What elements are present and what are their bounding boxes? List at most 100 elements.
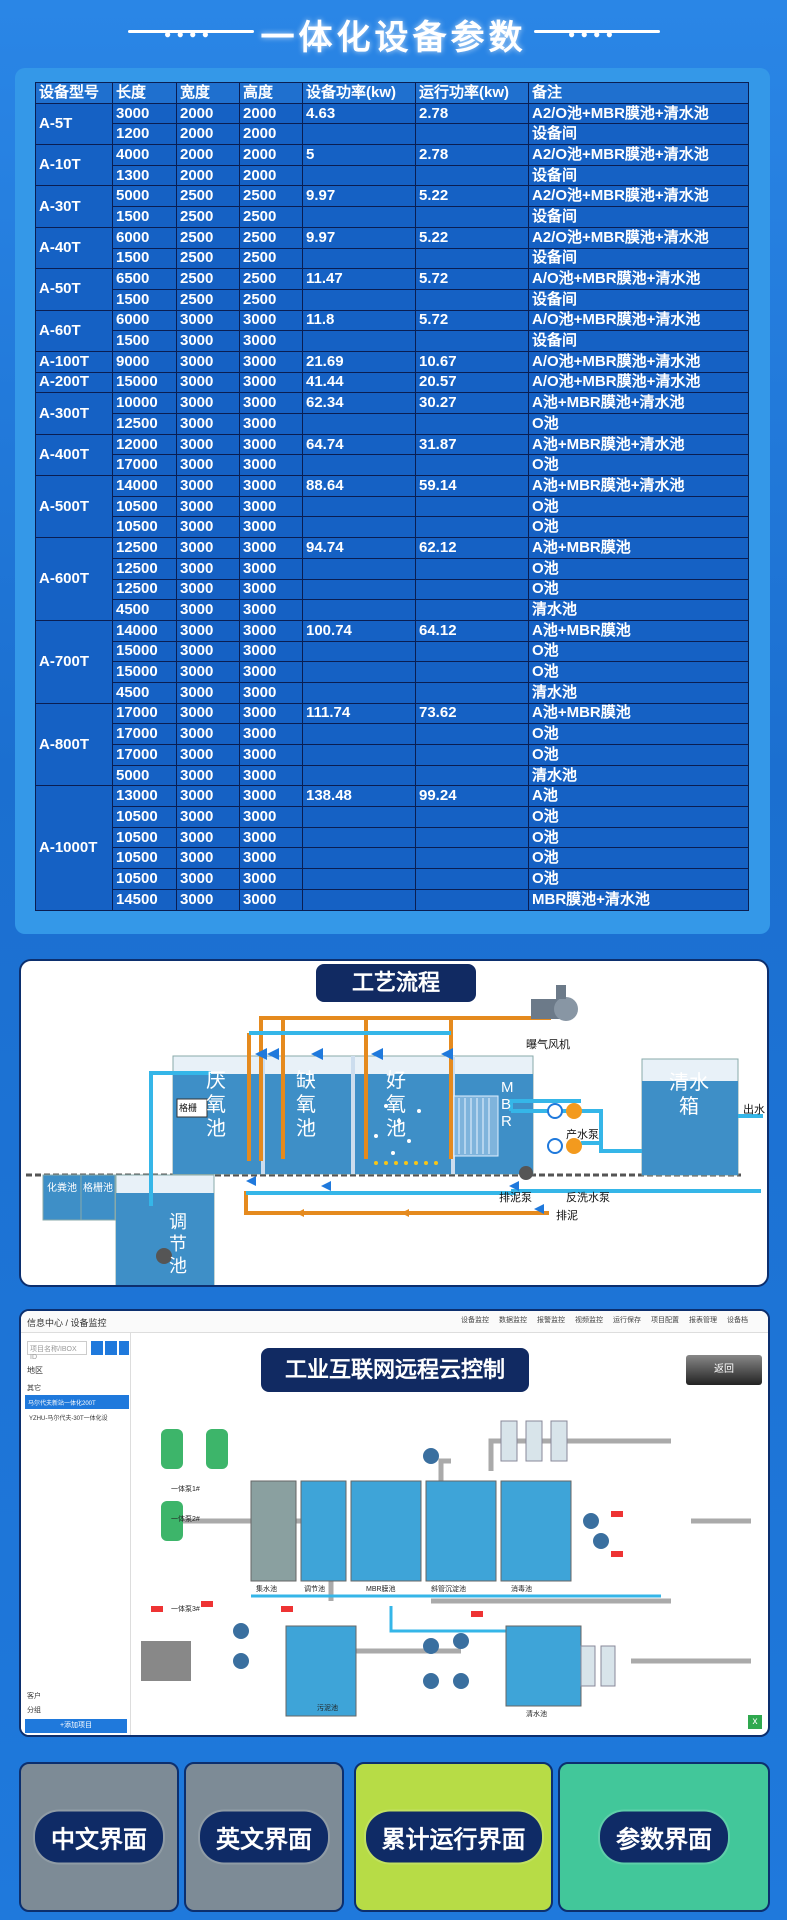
cloud-filter-button[interactable] bbox=[105, 1341, 117, 1355]
cloud-tree-item-selected[interactable]: 马尔代夫新站一体化200T bbox=[25, 1395, 129, 1409]
cloud-nav-item[interactable]: 设备监控 bbox=[461, 1317, 489, 1324]
model-cell: A-1000T bbox=[35, 785, 113, 911]
table-cell: 9.97 bbox=[302, 226, 416, 249]
thumb-chinese-ui[interactable]: 中文界面 bbox=[19, 1762, 179, 1912]
table-cell: 3000 bbox=[176, 537, 240, 559]
cloud-control-panel: 信息中心 / 设备监控 设备监控数据监控报警监控视频监控运行保存项目配置报表管理… bbox=[19, 1309, 770, 1737]
close-icon[interactable]: x bbox=[748, 1715, 762, 1729]
table-cell: O池 bbox=[528, 640, 749, 663]
table-cell: 9000 bbox=[112, 350, 177, 373]
english-ui-button[interactable]: 英文界面 bbox=[200, 1811, 328, 1863]
clean-tank-label: 清水箱 bbox=[669, 1072, 709, 1118]
cloud-nav-item[interactable]: 视频监控 bbox=[575, 1317, 603, 1324]
table-cell: 1500 bbox=[112, 206, 177, 228]
cloud-nav-item[interactable]: 报警监控 bbox=[537, 1317, 565, 1324]
cloud-tree-item[interactable]: YZHU-马尔代夫-30T一体化设 bbox=[29, 1416, 108, 1422]
table-cell: A2/O池+MBR膜池+清水池 bbox=[528, 185, 749, 208]
backwash-pump-label: 反洗水泵 bbox=[566, 1192, 610, 1204]
table-cell: 10500 bbox=[112, 806, 177, 828]
thumb-english-ui[interactable]: 英文界面 bbox=[184, 1762, 344, 1912]
table-cell: 10500 bbox=[112, 868, 177, 890]
table-cell bbox=[415, 868, 529, 890]
table-cell: 1500 bbox=[112, 330, 177, 352]
table-cell bbox=[302, 640, 416, 663]
thumb-params-ui[interactable]: 参数界面 bbox=[558, 1762, 770, 1912]
table-cell: 设备间 bbox=[528, 206, 749, 228]
table-cell: 3000 bbox=[239, 723, 303, 745]
cloud-nav-item[interactable]: 运行保存 bbox=[613, 1317, 641, 1324]
table-cell: 5.72 bbox=[415, 268, 529, 290]
mbr-label: MBR bbox=[501, 1079, 514, 1130]
column-header: 备注 bbox=[528, 82, 749, 104]
table-cell: 64.12 bbox=[415, 619, 529, 642]
cloud-search-button[interactable] bbox=[91, 1341, 103, 1355]
thumb-runtime-ui[interactable]: 累计运行界面 bbox=[354, 1762, 553, 1912]
table-cell bbox=[415, 806, 529, 828]
table-cell: O池 bbox=[528, 723, 749, 745]
table-cell: 30.27 bbox=[415, 392, 529, 414]
table-cell: 3000 bbox=[239, 744, 303, 766]
table-cell: 3000 bbox=[176, 723, 240, 745]
tank-collect bbox=[250, 1480, 297, 1582]
table-cell bbox=[415, 247, 529, 270]
clean-tank-water bbox=[642, 1081, 738, 1175]
table-cell: 3000 bbox=[176, 309, 240, 332]
scada-label: 斜管沉淀池 bbox=[431, 1586, 466, 1593]
table-cell: O池 bbox=[528, 806, 749, 828]
table-cell: A池+MBR膜池+清水池 bbox=[528, 392, 749, 414]
back-button[interactable]: 返回 bbox=[686, 1355, 762, 1385]
cloud-nav-item[interactable]: 数据监控 bbox=[499, 1317, 527, 1324]
table-cell bbox=[302, 888, 416, 911]
table-cell bbox=[415, 723, 529, 745]
cloud-list-button[interactable] bbox=[119, 1341, 129, 1355]
table-cell: 2500 bbox=[239, 288, 303, 311]
table-cell: 14500 bbox=[112, 888, 177, 911]
table-cell: 11.47 bbox=[302, 268, 416, 290]
scada-label: 集水池 bbox=[256, 1586, 277, 1593]
air-pipes bbox=[244, 1016, 551, 1215]
table-cell: 3000 bbox=[239, 330, 303, 352]
runtime-ui-button[interactable]: 累计运行界面 bbox=[365, 1811, 542, 1863]
table-cell: A池+MBR膜池+清水池 bbox=[528, 475, 749, 497]
table-cell bbox=[415, 599, 529, 621]
table-cell: 3000 bbox=[239, 413, 303, 435]
table-cell: A池+MBR膜池+清水池 bbox=[528, 433, 749, 456]
table-cell: 3000 bbox=[176, 681, 240, 704]
chinese-ui-button[interactable]: 中文界面 bbox=[35, 1811, 163, 1863]
table-cell bbox=[302, 164, 416, 187]
cloud-tree-root[interactable]: 其它 bbox=[27, 1385, 41, 1392]
cloud-nav-item[interactable]: 报表管理 bbox=[689, 1317, 717, 1324]
table-cell: 清水池 bbox=[528, 599, 749, 621]
table-cell: 5.22 bbox=[415, 226, 529, 249]
scada-label: 一体泵3# bbox=[171, 1606, 200, 1613]
table-cell: 12000 bbox=[112, 433, 177, 456]
add-project-button[interactable]: +添加项目 bbox=[25, 1719, 127, 1733]
grid-pool-label: 格栅池 bbox=[83, 1183, 113, 1194]
table-cell bbox=[415, 454, 529, 477]
cloud-search-input[interactable]: 项目名称/IBOX ID bbox=[27, 1341, 87, 1361]
table-cell: 62.34 bbox=[302, 392, 416, 414]
process-diagram bbox=[26, 985, 763, 1285]
table-cell bbox=[302, 557, 416, 580]
diffuser-dots bbox=[374, 1161, 438, 1165]
table-cell bbox=[302, 847, 416, 870]
table-cell: 2000 bbox=[239, 123, 303, 146]
table-cell bbox=[302, 330, 416, 352]
dosing-tanks bbox=[500, 1420, 616, 1687]
table-cell: 3000 bbox=[239, 392, 303, 414]
cloud-nav-item[interactable]: 设备档 bbox=[727, 1317, 748, 1324]
table-cell: 3000 bbox=[176, 702, 240, 725]
header-line-left bbox=[128, 30, 254, 33]
params-ui-button[interactable]: 参数界面 bbox=[600, 1811, 728, 1863]
table-cell: 5000 bbox=[112, 764, 177, 787]
table-cell: 1200 bbox=[112, 123, 177, 146]
table-cell: 2000 bbox=[239, 144, 303, 166]
cloud-nav-item[interactable]: 项目配置 bbox=[651, 1317, 679, 1324]
table-cell: O池 bbox=[528, 495, 749, 518]
